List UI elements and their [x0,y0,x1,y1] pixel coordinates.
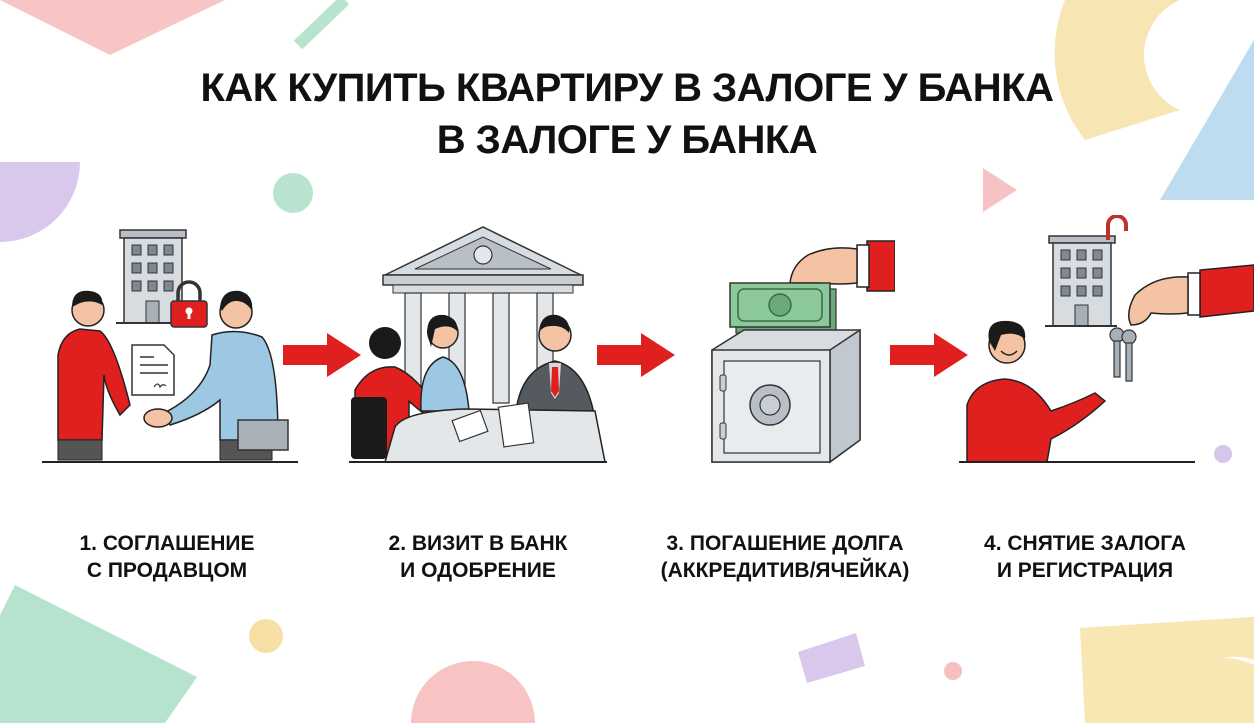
step-1-caption: 1. СОГЛАШЕНИЕ С ПРОДАВЦОМ [22,530,312,584]
deco-yellow-corner [1080,617,1254,723]
apartment-building-icon [1045,235,1117,327]
step-2-caption: 2. ВИЗИТ В БАНК И ОДОБРЕНИЕ [333,530,623,584]
contract-document-icon [131,344,175,396]
arrow-right-icon [283,333,361,382]
step-3-illustration [680,215,895,465]
page-title-line-1: КАК КУПИТЬ КВАРТИРУ В ЗАЛОГЕ У БАНКА [200,66,1054,110]
step-2-subtitle: И ОДОБРЕНИЕ [400,559,556,582]
client-woman-blue [420,314,470,412]
deco-pink-triangle-top [0,0,225,55]
deco-pink-dot-large [411,661,535,723]
deco-yellow-ring [1054,0,1180,140]
step-4-illustration [955,215,1254,465]
step-3-title: 3. ПОГАШЕНИЕ ДОЛГА [666,532,904,555]
step-4-caption: 4. СНЯТИЕ ЗАЛОГА И РЕГИСТРАЦИЯ [940,530,1230,584]
buyer-person [162,290,289,461]
step-2-illustration [345,215,610,465]
hand-giving-keys-icon [1128,264,1254,326]
arrow-right-icon [597,333,675,382]
step-1-illustration [40,215,300,465]
deco-blue-triangle [1160,40,1254,200]
step-3-subtitle: (АККРЕДИТИВ/ЯЧЕЙКА) [660,559,910,582]
safe-icon [711,328,861,464]
deco-pink-small-triangle [983,168,1017,212]
step-2-title: 2. ВИЗИТ В БАНК [388,532,568,555]
meeting-table [384,408,606,463]
hand-with-sleeve-icon [789,240,895,292]
page-title-line-2: В ЗАЛОГЕ У БАНКА [436,118,818,162]
step-1-title: 1. СОГЛАШЕНИЕ [79,532,255,555]
deco-yellow-corner-block [1080,617,1254,723]
chair [351,397,387,459]
step-4-subtitle: И РЕГИСТРАЦИЯ [996,559,1174,582]
step-4-title: 4. СНЯТИЕ ЗАЛОГА [984,532,1186,555]
paper-document [451,409,489,443]
deco-lavender-dot [1214,445,1232,463]
deco-mint-square [0,585,197,723]
paper-document [497,402,535,448]
money-banknotes-icon [729,282,837,334]
handshake-icon [143,408,173,428]
keys-icon [1109,327,1137,382]
deco-pink-dot-small [944,662,962,680]
deco-lavender-rect [798,633,865,683]
happy-buyer-person [966,320,1107,463]
arrow-right-icon [890,333,968,382]
unlocked-shackle-icon [1106,215,1128,240]
deco-mint-dot [273,173,313,213]
deco-mint-stroke [293,0,350,50]
step-1-subtitle: С ПРОДАВЦОМ [86,559,248,582]
seller-person [57,290,131,461]
padlock-closed-icon [170,280,208,328]
deco-lavender-semicircle [0,162,80,242]
step-3-caption: 3. ПОГАШЕНИЕ ДОЛГА (АККРЕДИТИВ/ЯЧЕЙКА) [640,530,930,584]
deco-yellow-dot [249,619,283,653]
